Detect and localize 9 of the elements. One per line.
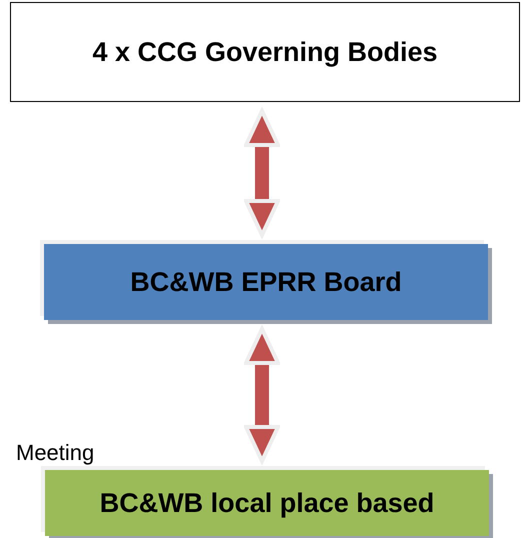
board-box — [44, 244, 488, 320]
double-arrow — [244, 109, 280, 237]
box-label: BC&WB local place based — [100, 488, 434, 518]
box-label: BC&WB EPRR Board — [130, 266, 402, 298]
box-label: 4 x CCG Governing Bodies — [92, 36, 438, 68]
group-box — [45, 470, 489, 536]
note-text: Meeting — [16, 440, 94, 466]
title-box — [10, 2, 520, 102]
double-arrow — [244, 327, 280, 463]
